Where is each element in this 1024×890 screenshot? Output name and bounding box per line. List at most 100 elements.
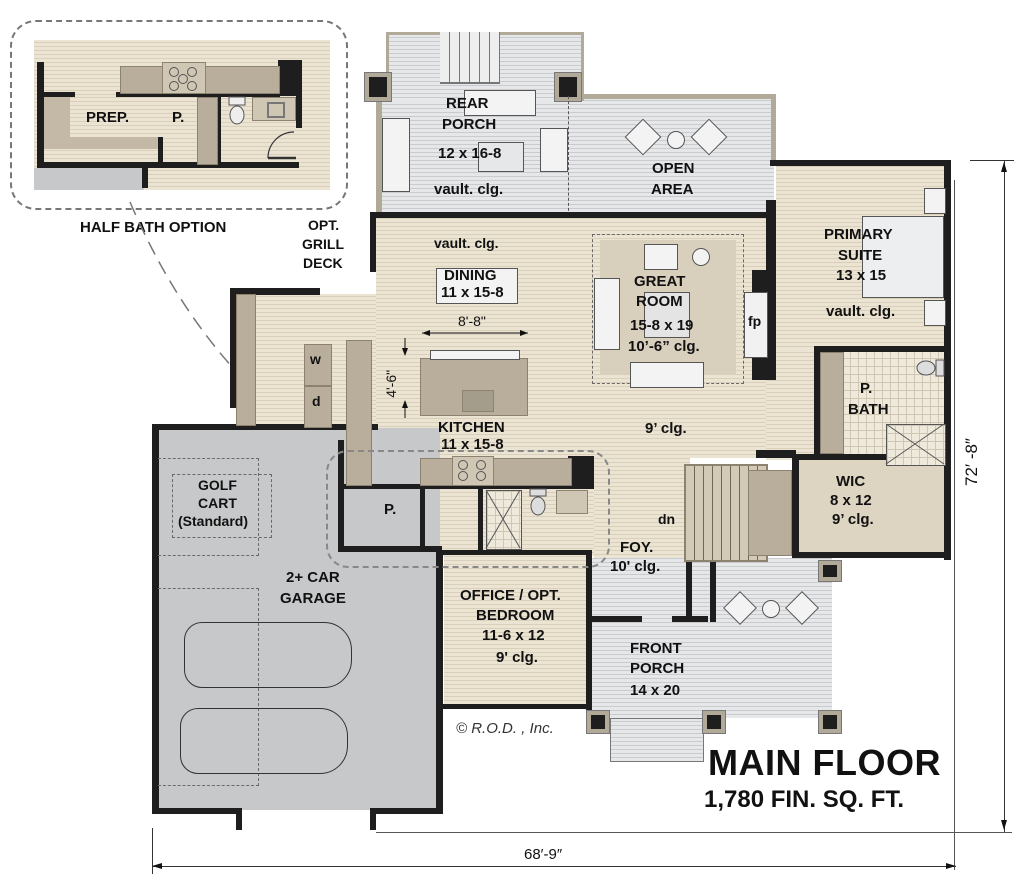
dimension-line (1004, 160, 1005, 832)
porch-post (818, 710, 842, 734)
toilet-icon (916, 359, 945, 377)
wall (370, 212, 774, 218)
wall (944, 160, 951, 560)
inset-cooktop (162, 62, 206, 94)
wic-floor (798, 458, 948, 556)
wall (230, 288, 236, 408)
dining-width-dim: 8'-8" (458, 313, 486, 329)
wic-label: WIC (836, 473, 866, 490)
porch-edge (376, 94, 382, 218)
great-room-ceiling: 10’-6” clg. (628, 338, 700, 355)
pantry-label: P. (384, 501, 397, 518)
cooktop-burners-icon (169, 67, 197, 91)
front-porch-size: 14 x 20 (630, 682, 681, 699)
wall (796, 454, 948, 460)
primary-suite-ceiling: vault. clg. (826, 303, 896, 320)
dryer (304, 386, 332, 428)
coffee-table-icon (478, 142, 524, 172)
car-icon (180, 708, 348, 774)
wall (338, 440, 344, 552)
dimension-arrow-icon (402, 338, 408, 418)
grill-deck-label-1: OPT. (308, 217, 340, 233)
rear-porch-size: 12 x 16-8 (438, 145, 502, 162)
great-room-ceiling-perimeter: 9’ clg. (645, 420, 687, 437)
nightstand-icon (924, 188, 946, 214)
golf-cart-outline (172, 474, 272, 538)
side-table-icon (667, 131, 685, 149)
car-icon (184, 622, 352, 688)
door-swing-icon (267, 131, 296, 160)
sofa-icon (382, 118, 410, 192)
porch-edge (771, 94, 776, 164)
washer-label: w (310, 351, 321, 367)
bed-icon (862, 216, 944, 298)
wall (478, 484, 483, 554)
inset-garage-floor (34, 168, 144, 190)
foyer-label: FOY. (620, 539, 654, 556)
fireplace-label: fp (748, 313, 762, 329)
nightstand-icon (924, 300, 946, 326)
range-icon (452, 456, 494, 486)
primary-bath-label-2: BATH (848, 401, 889, 418)
garage-label-1: 2+ CAR (286, 569, 340, 586)
copyright: © R.O.D. , Inc. (456, 720, 554, 737)
dimension-line (954, 180, 955, 870)
wall (752, 270, 770, 294)
kitchen-label: KITCHEN (438, 419, 505, 436)
inset-wall (216, 96, 221, 166)
stair-landing (748, 470, 792, 556)
dining-kitchen-floor (376, 216, 576, 458)
open-area-label-1: OPEN (652, 160, 695, 177)
inset-wall (37, 92, 75, 97)
armchair-icon (644, 244, 678, 270)
inset-wall (116, 92, 280, 97)
side-table-icon (762, 600, 780, 618)
rear-porch-label-2: PORCH (442, 116, 497, 133)
porch-post (818, 560, 842, 582)
wall (440, 704, 590, 709)
wall (338, 546, 442, 552)
depth-dimension: 72′ -8″ (962, 438, 982, 486)
kitchen-clearance-dim: 4'-6" (383, 369, 400, 398)
shower-x-icon (485, 489, 521, 549)
office-size: 11-6 x 12 (482, 627, 545, 644)
golf-cart-label-1: GOLF (198, 477, 237, 493)
plan-title: MAIN FLOOR (708, 742, 941, 783)
wall (370, 212, 376, 272)
golf-cart-label-2: CART (198, 495, 237, 511)
wall (152, 424, 159, 814)
dimension-arrow-icon (152, 863, 956, 869)
wall (814, 346, 820, 456)
wall (152, 424, 378, 430)
sofa-icon (630, 362, 704, 388)
front-porch-label-1: FRONT (630, 640, 682, 657)
wall (792, 454, 799, 558)
golf-cart-label-3: (Standard) (178, 513, 248, 529)
dining-label: DINING (444, 267, 497, 284)
wall (152, 808, 242, 814)
side-table-icon (692, 248, 710, 266)
wall (766, 200, 776, 380)
kitchen-side-counter (346, 340, 372, 486)
primary-bath-label-1: P. (860, 380, 873, 397)
front-porch-label-2: PORCH (630, 660, 685, 677)
wic-size: 8 x 12 (830, 492, 872, 509)
wall (440, 550, 590, 555)
kitchen-counter (420, 458, 572, 486)
primary-suite-size: 13 x 15 (836, 267, 887, 284)
office-ceiling: 9' clg. (496, 649, 538, 666)
porch-post (586, 710, 610, 734)
inset-wall (296, 60, 302, 128)
garage-label-2: GARAGE (280, 590, 346, 607)
inset-pantry-shelf (197, 97, 218, 165)
dryer-label: d (312, 393, 321, 409)
wall (230, 288, 320, 295)
half-bath-option-inset (10, 20, 348, 210)
inset-wall (37, 162, 299, 168)
office-floor (444, 556, 590, 708)
inset-sink-icon (252, 97, 296, 121)
kitchen-size: 11 x 15-8 (441, 436, 504, 453)
inset-prep-floor (70, 97, 198, 137)
inset-pantry-label: P. (172, 109, 185, 126)
bar-stools (430, 350, 520, 360)
